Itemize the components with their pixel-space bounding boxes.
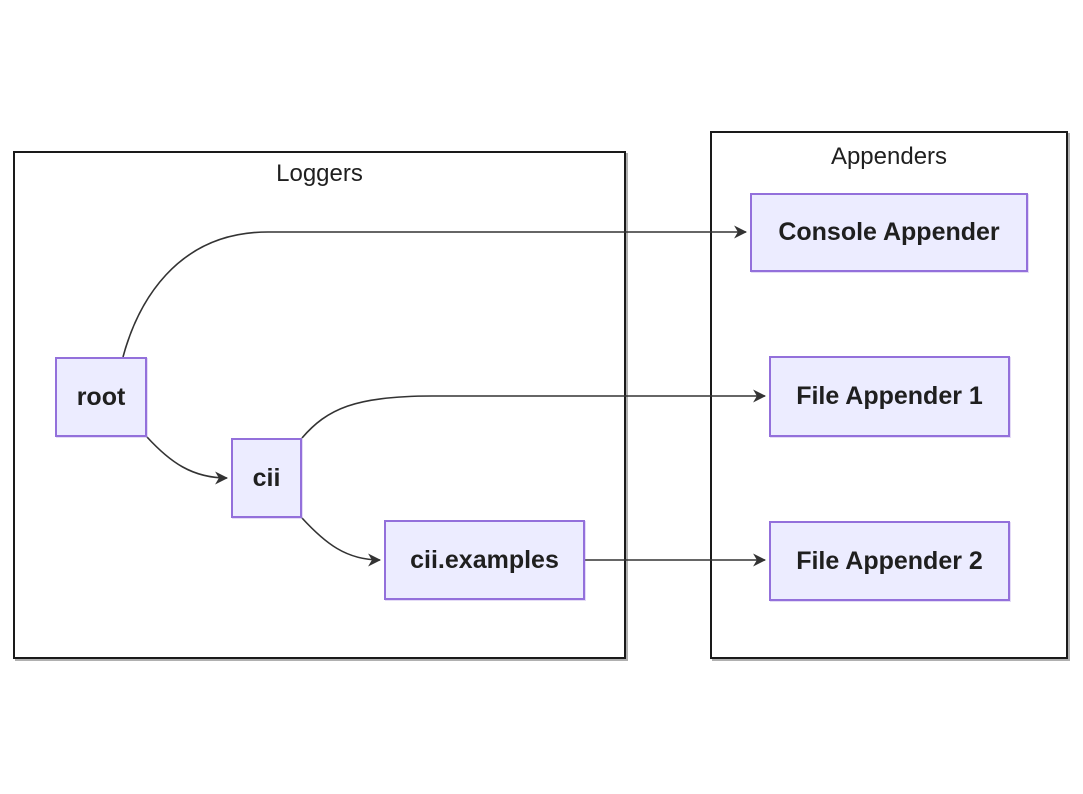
node-console-appender: Console Appender (750, 193, 1028, 272)
node-cii: cii (231, 438, 302, 518)
node-file-appender-2: File Appender 2 (769, 521, 1010, 601)
node-root: root (55, 357, 147, 437)
node-file-appender-1: File Appender 1 (769, 356, 1010, 437)
node-cii-label: cii (252, 463, 281, 492)
loggers-title: Loggers (276, 160, 363, 187)
node-console-appender-label: Console Appender (778, 218, 1000, 246)
node-cii-examples-label: cii.examples (410, 545, 559, 574)
node-file-appender-1-label: File Appender 1 (796, 382, 983, 410)
appenders-title: Appenders (830, 143, 948, 170)
node-root-label: root (76, 382, 126, 411)
node-cii-examples: cii.examples (384, 520, 585, 600)
node-file-appender-2-label: File Appender 2 (796, 546, 983, 575)
